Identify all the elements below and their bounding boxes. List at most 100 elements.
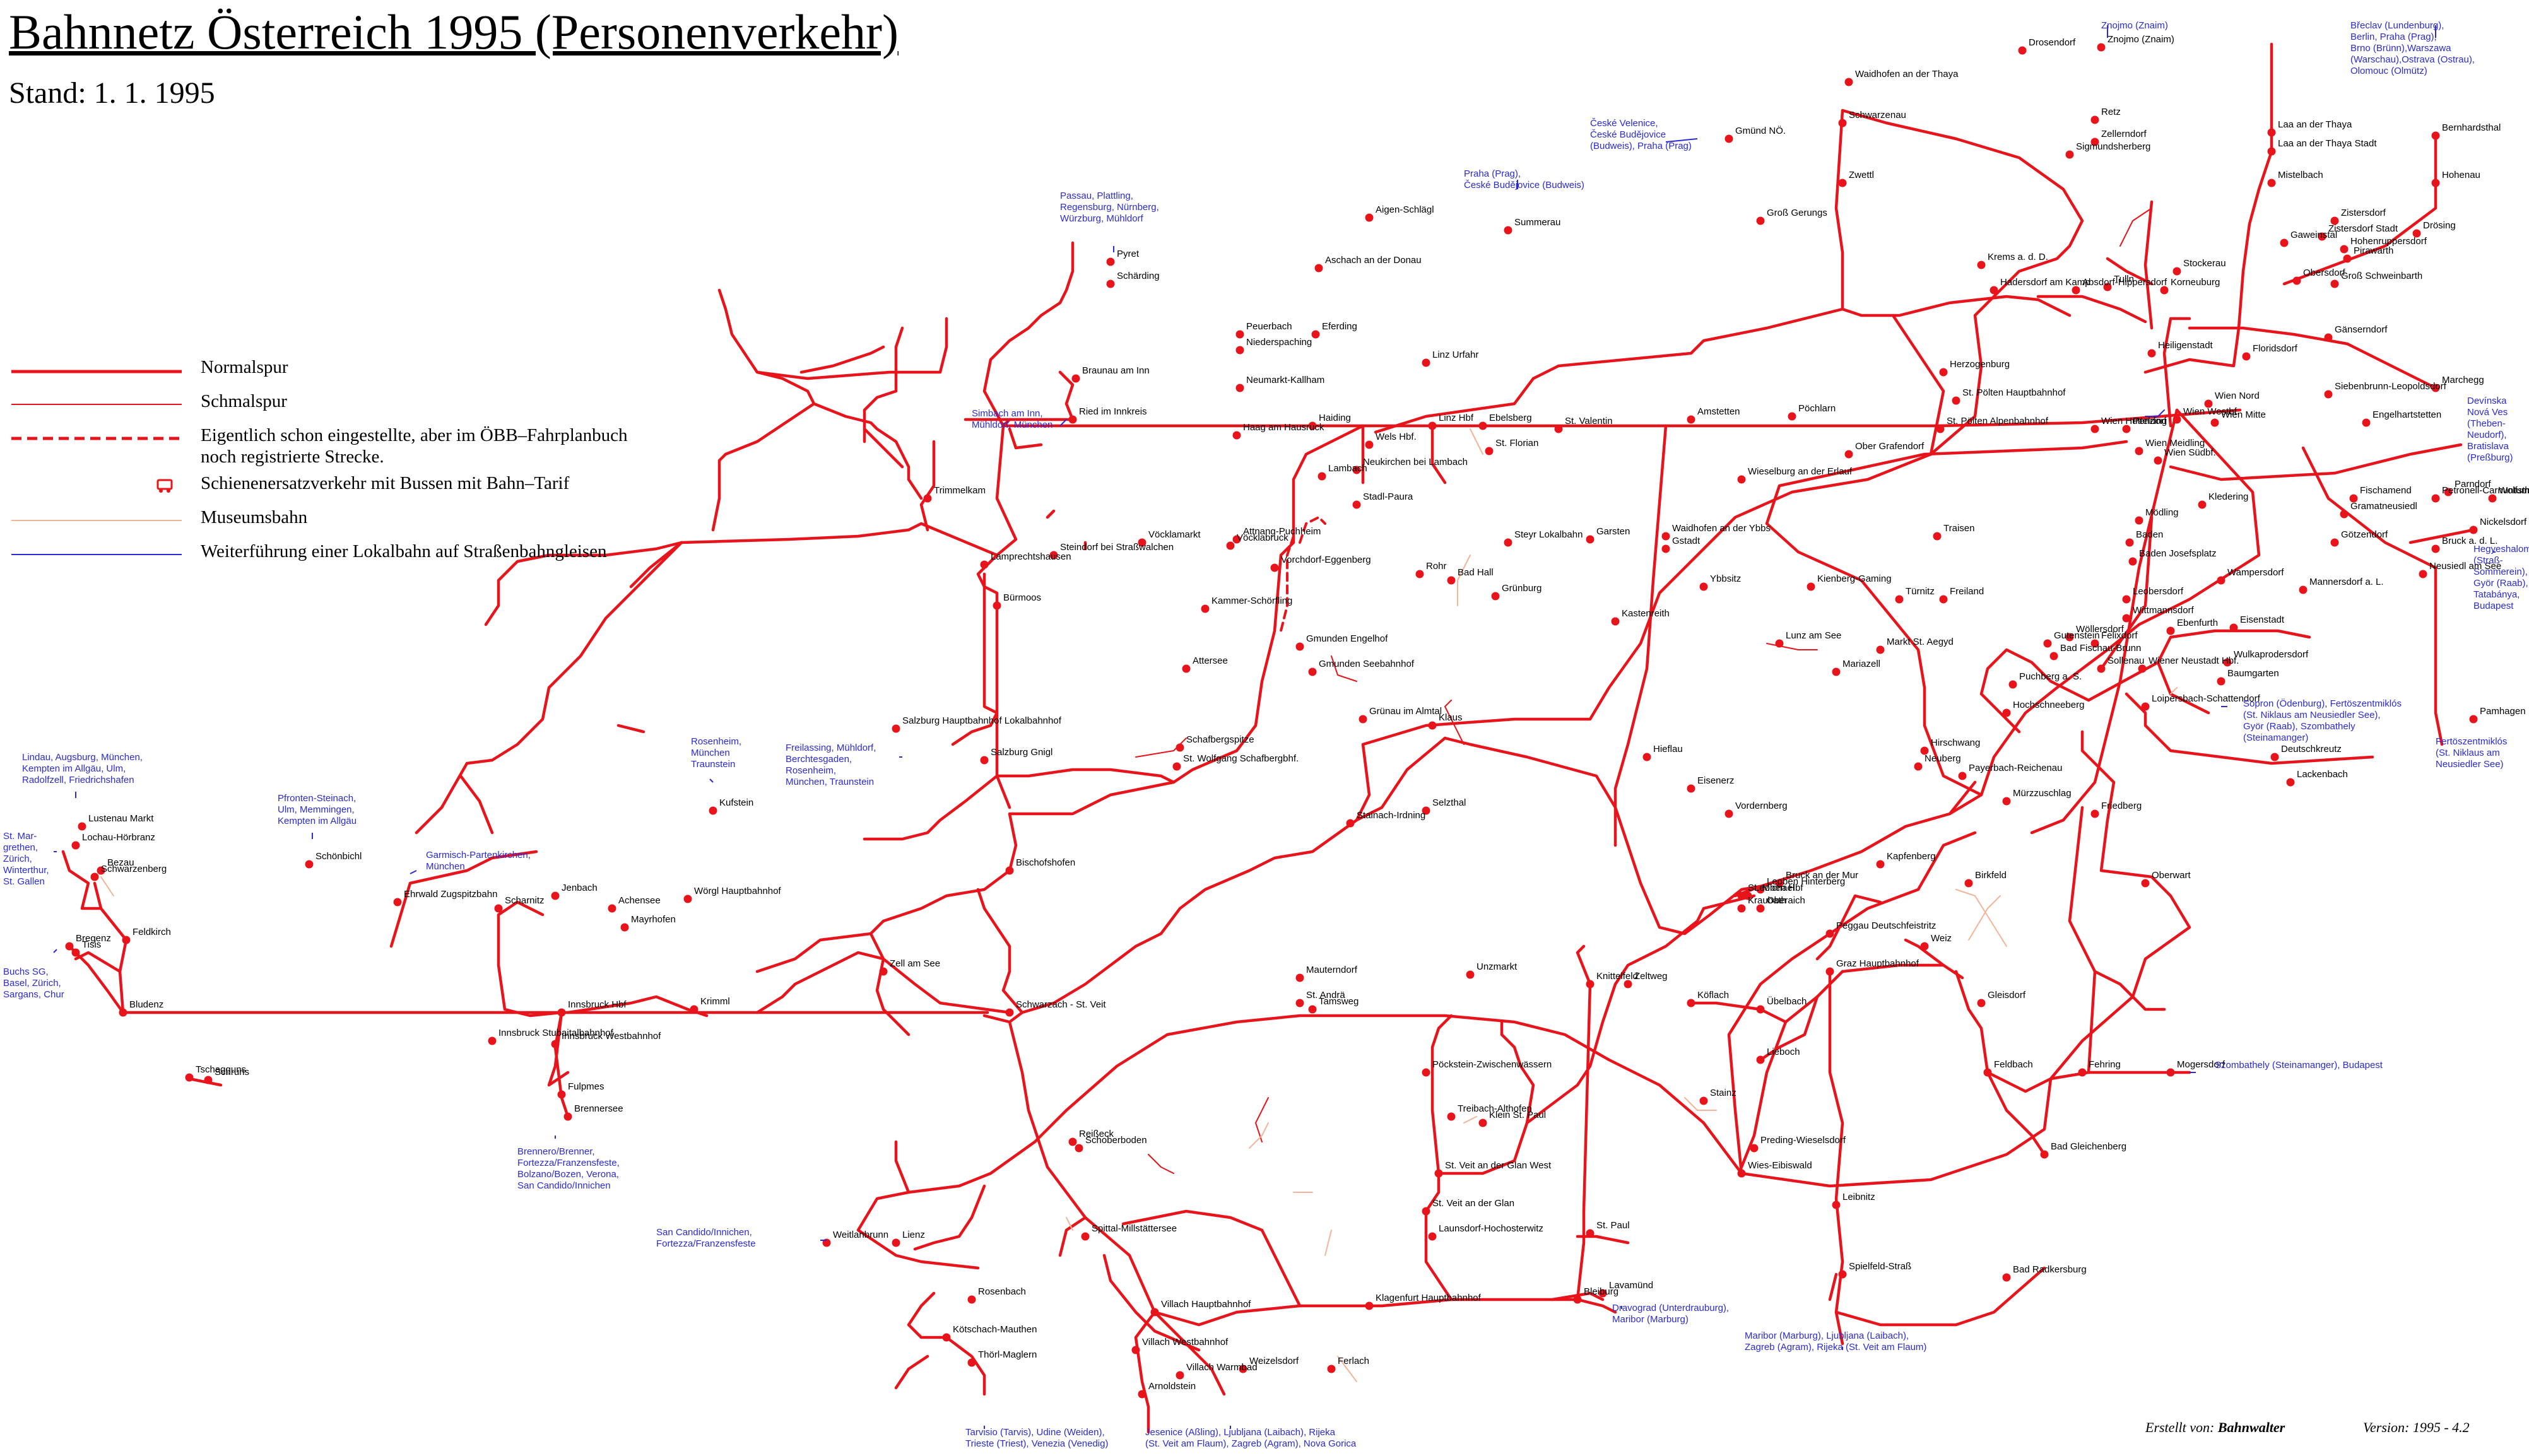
- station-label: Selzthal: [1432, 797, 1466, 808]
- station-dot: [1150, 1308, 1159, 1317]
- station-label: Mauterndorf: [1306, 965, 1358, 975]
- station-dot: [393, 898, 402, 907]
- station-dot: [2292, 276, 2301, 285]
- station-dot: [1478, 1118, 1487, 1127]
- destination-label: Lindau, Augsburg, München,Kempten im All…: [22, 752, 143, 785]
- station-dot: [1895, 595, 1904, 604]
- station-dot: [551, 1040, 560, 1048]
- station-dot: [1737, 891, 1746, 900]
- museum-line: [2170, 687, 2178, 695]
- dormant-line: [1280, 535, 1295, 632]
- destination-label-line: (St. Niklaus am Neusiedler See),: [2243, 710, 2381, 720]
- destination-label-line: St. Gallen: [3, 876, 45, 887]
- station-dot: [1235, 384, 1244, 392]
- station-label: Ebelsberg: [1489, 413, 1532, 423]
- station-dot: [1491, 592, 1500, 601]
- station-label: Zellerndorf: [2101, 129, 2147, 139]
- station-dot: [1138, 1390, 1147, 1399]
- standard-gauge-line: [1834, 1266, 2046, 1327]
- destination-label-line: Ulm, Memmingen,: [278, 804, 355, 815]
- station-dot: [1422, 358, 1430, 367]
- station-dot: [879, 967, 888, 976]
- station-label: Krimml: [700, 996, 730, 1007]
- destination-label-line: Mühldorf, München: [972, 420, 1052, 430]
- station-dot: [2340, 245, 2349, 254]
- page-subtitle: Stand: 1. 1. 1995: [9, 76, 215, 110]
- destination-label-line: Maribor (Marburg), Ljubljana (Laibach),: [1745, 1330, 1909, 1341]
- standard-gauge-line: [1355, 452, 1933, 822]
- station-label: Bludenz: [129, 999, 163, 1010]
- station-label: Gaweinstal: [2290, 230, 2337, 240]
- station-label: Wulkaprodersdorf: [2234, 649, 2309, 660]
- station-label: Lienz: [902, 1230, 925, 1240]
- standard-gauge-line: [1815, 894, 1882, 961]
- version-label: Version: 1995 - 4.2: [2363, 1419, 2470, 1435]
- standard-gauge-line: [863, 774, 999, 841]
- standard-gauge-line: [2030, 408, 2179, 835]
- station-label: Mürzzuschlag: [2013, 788, 2072, 799]
- station-label: Lieboch: [1767, 1047, 1800, 1057]
- station-label: Loipersbach-Schattendorf: [2152, 693, 2261, 704]
- destination-label: Buchs SG,Basel, Zürich,Sargans, Chur: [3, 966, 64, 1000]
- museum-line: [1968, 895, 2001, 941]
- station-dot: [2097, 664, 2106, 673]
- standard-gauge-line: [711, 402, 816, 532]
- station-label: Hadersdorf am Kamp: [2000, 277, 2090, 288]
- standard-gauge-line: [755, 932, 873, 973]
- station-label: Zell am See: [890, 958, 940, 969]
- destination-label-line: Brno (Brünn),Warszawa: [2350, 43, 2451, 54]
- standard-gauge-line: [616, 724, 646, 734]
- station-label: Schwarzach - St. Veit: [1016, 999, 1106, 1010]
- station-label: Hochschneeberg: [2013, 700, 2084, 710]
- standard-gauge-line: [2143, 200, 2154, 330]
- station-label: St. Pölten Alpenbahnhof: [1947, 416, 2049, 426]
- station-label: Heiligenstadt: [2158, 340, 2214, 351]
- station-label: Unzmarkt: [1477, 961, 1518, 972]
- station-label: Lochau-Hörbranz: [82, 832, 155, 843]
- station-dot: [1352, 466, 1361, 474]
- destination-label-line: San Candido/Innichen,: [656, 1227, 752, 1238]
- station-dot: [2043, 639, 2052, 648]
- legend-item-normal: Normalspur: [11, 356, 705, 390]
- station-dot: [967, 1358, 976, 1367]
- destination-label-line: Freilassing, Mühldorf,: [786, 743, 876, 753]
- station-label: Rohr: [1426, 561, 1447, 572]
- station-label: Mariazell: [1842, 659, 1880, 669]
- station-dot: [1270, 563, 1279, 572]
- destination-label-line: Dravograd (Unterdrauburg),: [1612, 1303, 1729, 1313]
- station-label: Friedberg: [2101, 801, 2142, 811]
- destination-label-line: (Straß-: [2473, 555, 2503, 566]
- station-label: Vorchdorf-Eggenberg: [1281, 555, 1371, 565]
- station-dot: [1838, 179, 1847, 187]
- station-label: Gmunden Seebahnhof: [1319, 659, 1415, 669]
- station-dot: [2431, 131, 2440, 140]
- station-dot: [563, 1112, 572, 1121]
- station-label: Hieflau: [1653, 744, 1683, 754]
- station-label: Groß Schweinbarth: [2341, 271, 2422, 281]
- station-dot: [1977, 999, 1986, 1007]
- station-label: Kastenreith: [1622, 608, 1670, 619]
- legend-label: Schienenersatzverkehr mit Bussen mit Bah…: [201, 473, 570, 493]
- station-dot: [2324, 333, 2333, 342]
- station-dot: [1933, 532, 1942, 541]
- station-label: Klein St. Paul: [1489, 1110, 1546, 1120]
- standard-gauge-line: [1430, 1014, 1453, 1175]
- station-label: Aigen-Schlägl: [1376, 204, 1434, 215]
- station-label: Arnoldstein: [1148, 1381, 1196, 1392]
- station-dot: [1365, 213, 1374, 222]
- station-label: Kammer-Schörfling: [1211, 596, 1292, 606]
- station-dot: [1807, 582, 1815, 591]
- destination-label-line: Winterthur,: [3, 865, 49, 876]
- station-dot: [1081, 1232, 1090, 1241]
- station-dot: [1661, 532, 1670, 541]
- standard-gauge-line: [389, 850, 538, 948]
- station-dot: [1318, 472, 1326, 481]
- station-dot: [1422, 1207, 1430, 1216]
- station-label: Summerau: [1514, 217, 1560, 228]
- station-dot: [1756, 904, 1765, 913]
- station-label: Salzburg Gnigl: [991, 747, 1052, 758]
- station-dot: [2141, 879, 2150, 888]
- station-dot: [2128, 557, 2137, 566]
- destination-label-line: (Steinamanger): [2243, 732, 2308, 743]
- station-dot: [1624, 980, 1632, 989]
